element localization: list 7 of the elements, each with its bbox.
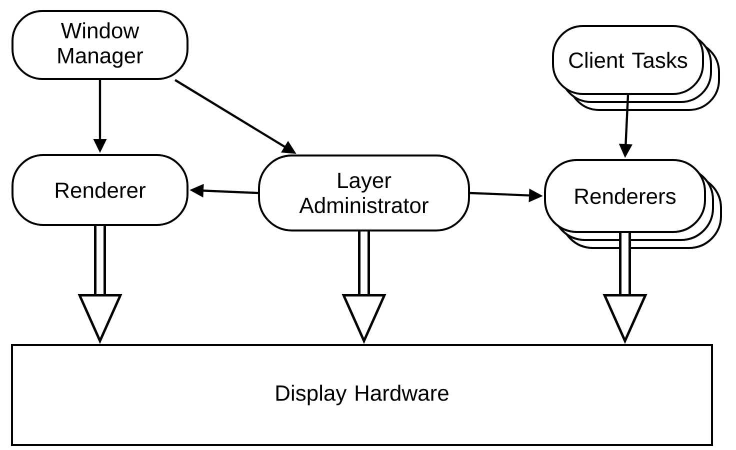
process-box: Layer Administrator bbox=[258, 154, 470, 232]
stacked-process-box: Client Tasks bbox=[552, 25, 720, 111]
node-label: Renderers bbox=[575, 188, 676, 204]
process-box: Renderer bbox=[12, 154, 188, 226]
hardware-box: Display Hardware bbox=[11, 344, 713, 446]
process-box: Window Manager bbox=[12, 10, 188, 80]
stacked-process-box: Renderers bbox=[544, 159, 722, 249]
